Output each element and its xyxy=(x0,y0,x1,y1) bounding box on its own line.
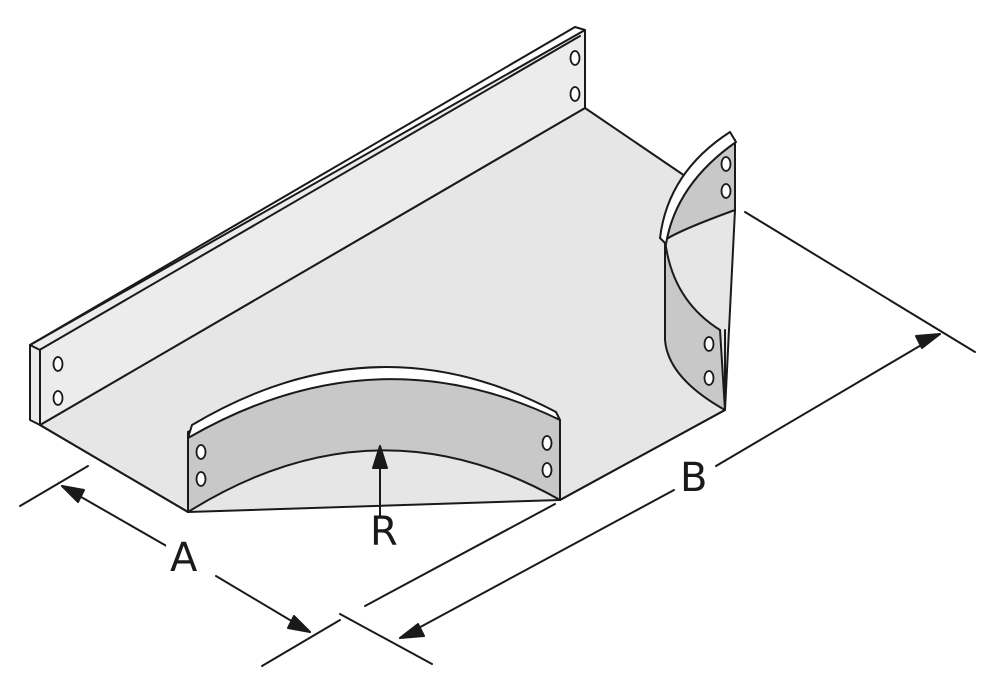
bolt-hole xyxy=(52,390,64,406)
bolt-holes xyxy=(52,50,732,487)
back-wall-flange-edge xyxy=(35,35,581,353)
left-floor-edge xyxy=(39,424,189,513)
bolt-hole xyxy=(720,156,732,172)
dimension-b-line-2 xyxy=(715,333,941,467)
right-curved-wall-lip xyxy=(659,131,737,245)
dimension-b-arrowhead-2 xyxy=(915,333,941,349)
radius-indicator xyxy=(372,445,388,517)
dimension-b-arrowhead-1 xyxy=(399,623,425,639)
dimension-a-extension-1 xyxy=(19,465,89,507)
dimension-b-line-1 xyxy=(399,489,675,639)
bolt-hole xyxy=(569,86,581,102)
dimension-b-extension-1 xyxy=(744,211,976,353)
back-wall-flange xyxy=(29,26,586,346)
bolt-hole xyxy=(195,444,207,460)
bolt-hole xyxy=(569,50,581,66)
dimension-b xyxy=(339,211,976,665)
bolt-hole xyxy=(52,356,64,372)
front-floor-edge xyxy=(559,409,726,501)
bolt-hole xyxy=(541,435,553,451)
left-end-wall xyxy=(29,344,41,426)
dimension-b-label: B xyxy=(676,458,712,498)
dimension-a xyxy=(19,465,341,667)
radius-label: R xyxy=(370,509,398,555)
bolt-hole xyxy=(720,183,732,199)
bolt-hole xyxy=(703,336,715,352)
bolt-hole xyxy=(195,471,207,487)
bolt-hole xyxy=(541,462,553,478)
bolt-hole xyxy=(703,370,715,386)
dimension-a-label: A xyxy=(166,538,202,578)
dimension-b-extension-2 xyxy=(364,503,556,607)
dimension-a-extension-2 xyxy=(261,619,341,667)
dimension-a-arrowhead-1 xyxy=(61,485,85,503)
radius-arrowhead xyxy=(372,445,388,469)
dimension-a-arrowhead-2 xyxy=(287,615,311,633)
dimension-b-extension-3 xyxy=(339,613,433,665)
